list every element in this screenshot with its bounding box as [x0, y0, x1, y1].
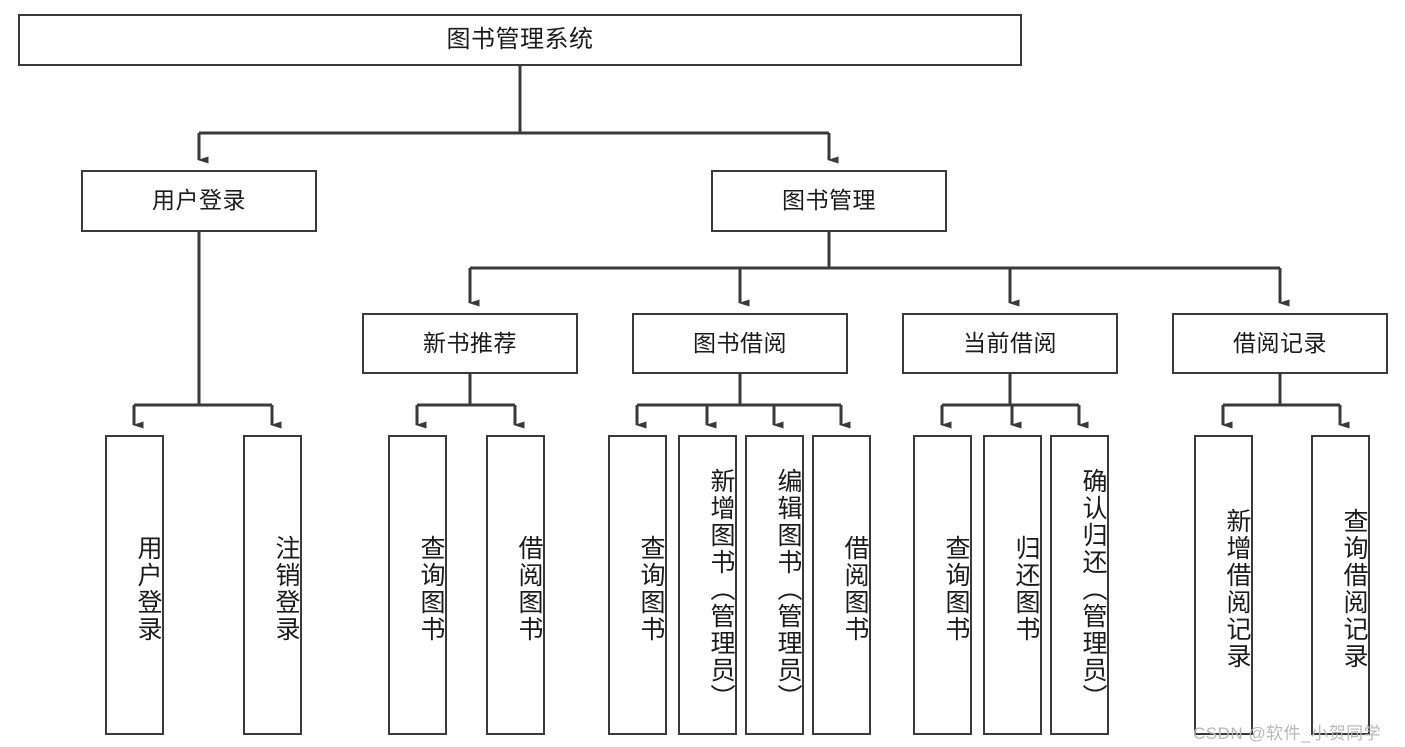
node-borrow-record[interactable]: 借阅记录 [1172, 313, 1388, 374]
node-user-login-label: 用户登录 [152, 187, 246, 214]
node-leaf-query-book-3[interactable]: 查询图书 [913, 435, 972, 735]
node-leaf-add-book[interactable]: 新增图书（管理员） [678, 435, 737, 735]
node-leaf-query-book-3-label: 查询图书 [942, 535, 970, 643]
node-leaf-edit-book-label: 编辑图书（管理员） [774, 467, 802, 711]
node-leaf-add-book-label: 新增图书（管理员） [707, 467, 735, 711]
node-leaf-borrow-book-1-label: 借阅图书 [515, 535, 543, 643]
node-new-book-rec-label: 新书推荐 [423, 329, 517, 356]
node-leaf-user-login[interactable]: 用户登录 [105, 435, 164, 735]
node-root[interactable]: 图书管理系统 [18, 14, 1022, 66]
csdn-watermark: CSDN @软件_小贺同学 [1193, 724, 1382, 743]
node-leaf-logout-label: 注销登录 [272, 535, 300, 643]
node-book-borrow[interactable]: 图书借阅 [632, 313, 848, 374]
node-leaf-add-record-label: 新增借阅记录 [1223, 508, 1251, 670]
node-leaf-query-book-1-label: 查询图书 [417, 535, 445, 643]
node-leaf-borrow-book-1[interactable]: 借阅图书 [486, 435, 545, 735]
node-borrow-record-label: 借阅记录 [1233, 329, 1327, 356]
node-leaf-query-book-1[interactable]: 查询图书 [388, 435, 447, 735]
node-leaf-logout[interactable]: 注销登录 [243, 435, 302, 735]
node-root-label: 图书管理系统 [446, 25, 594, 53]
node-leaf-user-login-label: 用户登录 [134, 535, 162, 643]
node-leaf-borrow-book-2[interactable]: 借阅图书 [812, 435, 871, 735]
node-leaf-query-record-label: 查询借阅记录 [1340, 508, 1368, 670]
node-leaf-add-record[interactable]: 新增借阅记录 [1194, 435, 1253, 735]
node-leaf-query-book-2[interactable]: 查询图书 [608, 435, 667, 735]
node-leaf-edit-book[interactable]: 编辑图书（管理员） [745, 435, 804, 735]
node-leaf-borrow-book-2-label: 借阅图书 [841, 535, 869, 643]
node-book-manage-label: 图书管理 [782, 187, 876, 214]
node-leaf-confirm-return[interactable]: 确认归还（管理员） [1050, 435, 1109, 735]
node-leaf-query-record[interactable]: 查询借阅记录 [1311, 435, 1370, 735]
node-leaf-return-book[interactable]: 归还图书 [983, 435, 1042, 735]
node-leaf-return-book-label: 归还图书 [1012, 535, 1040, 643]
node-book-borrow-label: 图书借阅 [693, 329, 787, 356]
node-user-login[interactable]: 用户登录 [81, 170, 317, 232]
node-leaf-query-book-2-label: 查询图书 [637, 535, 665, 643]
node-new-book-rec[interactable]: 新书推荐 [362, 313, 578, 374]
node-current-borrow[interactable]: 当前借阅 [902, 313, 1118, 374]
node-leaf-confirm-return-label: 确认归还（管理员） [1079, 467, 1107, 711]
node-current-borrow-label: 当前借阅 [963, 329, 1057, 356]
node-book-manage[interactable]: 图书管理 [711, 170, 947, 232]
